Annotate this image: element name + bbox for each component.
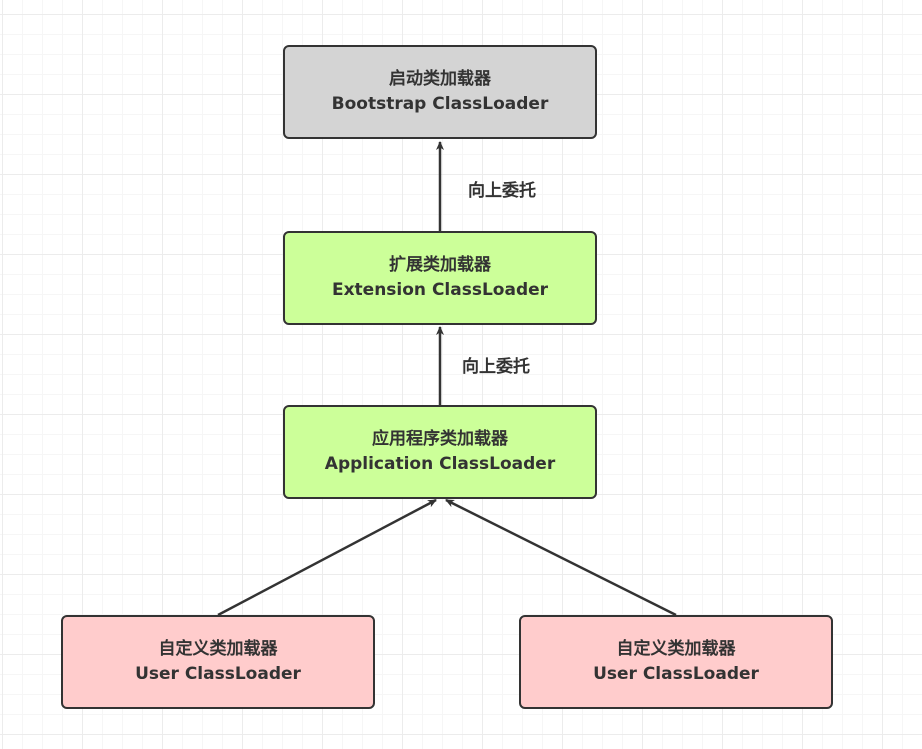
user-right-title: 自定义类加载器: [616, 639, 736, 659]
application-classloader-node[interactable]: 应用程序类加载器 Application ClassLoader: [283, 405, 597, 499]
bootstrap-subtitle: Bootstrap ClassLoader: [331, 94, 549, 114]
user-classloader-node-left[interactable]: 自定义类加载器 User ClassLoader: [61, 615, 375, 709]
user-left-title: 自定义类加载器: [158, 639, 278, 659]
application-subtitle: Application ClassLoader: [324, 454, 556, 474]
arrow-user-left-to-application: [217, 498, 437, 617]
arrow-user-right-to-application: [445, 498, 677, 617]
user-right-subtitle: User ClassLoader: [593, 664, 759, 684]
extension-title: 扩展类加载器: [389, 255, 491, 275]
delegate-label-lower: 向上委托: [462, 357, 530, 377]
bootstrap-classloader-node[interactable]: 启动类加载器 Bootstrap ClassLoader: [283, 45, 597, 139]
user-left-subtitle: User ClassLoader: [135, 664, 301, 684]
user-classloader-node-right[interactable]: 自定义类加载器 User ClassLoader: [519, 615, 833, 709]
application-title: 应用程序类加载器: [372, 429, 508, 449]
delegate-label-upper: 向上委托: [468, 181, 536, 201]
extension-subtitle: Extension ClassLoader: [331, 280, 549, 300]
bootstrap-title: 启动类加载器: [389, 69, 491, 89]
extension-classloader-node[interactable]: 扩展类加载器 Extension ClassLoader: [283, 231, 597, 325]
